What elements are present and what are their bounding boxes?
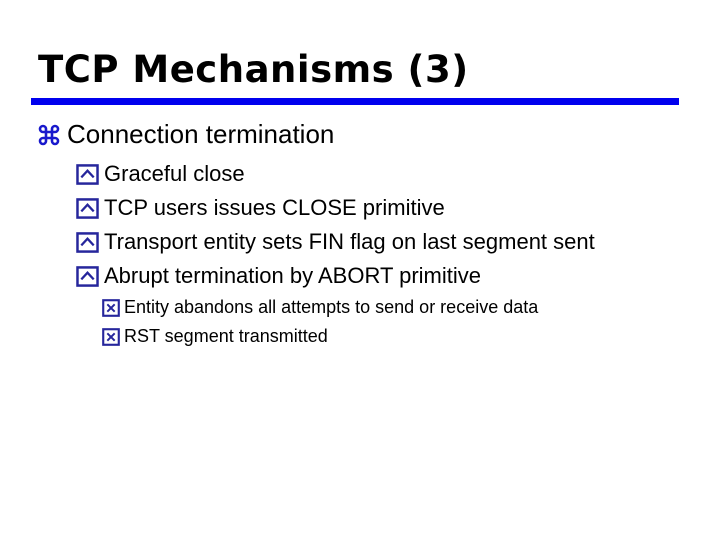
slide-title: TCP Mechanisms (3): [38, 48, 469, 91]
bullet-line-level2: Abrupt termination by ABORT primitive: [76, 259, 595, 293]
chevron-up-box-bullet-icon: [76, 163, 99, 185]
chevron-up-box-bullet-icon: [76, 231, 99, 253]
bullet-line-level1: Connection termination: [36, 112, 595, 157]
bullet-line-level3: RST segment transmitted: [102, 322, 595, 351]
chevron-up-box-bullet-icon: [76, 265, 99, 287]
bullet-text: Entity abandons all attempts to send or …: [124, 297, 539, 317]
bullet-text: Transport entity sets FIN flag on last s…: [104, 229, 595, 254]
bullet-text: Graceful close: [104, 161, 245, 186]
x-box-bullet-icon: [102, 327, 120, 346]
bullet-text: TCP users issues CLOSE primitive: [104, 195, 445, 220]
bullet-line-level2: TCP users issues CLOSE primitive: [76, 191, 595, 225]
chevron-up-box-bullet-icon: [76, 197, 99, 219]
title-underline-rule: [31, 98, 679, 105]
bullet-line-level2: Graceful close: [76, 157, 595, 191]
slide-body: Connection termination Graceful close TC…: [36, 112, 595, 351]
bullet-text: Connection termination: [67, 119, 335, 149]
x-box-bullet-icon: [102, 298, 120, 317]
command-bullet-icon: [36, 123, 62, 147]
bullet-text: Abrupt termination by ABORT primitive: [104, 263, 482, 288]
bullet-text: RST segment transmitted: [124, 326, 328, 346]
bullet-line-level3: Entity abandons all attempts to send or …: [102, 293, 595, 322]
bullet-line-level2: Transport entity sets FIN flag on last s…: [76, 225, 595, 259]
